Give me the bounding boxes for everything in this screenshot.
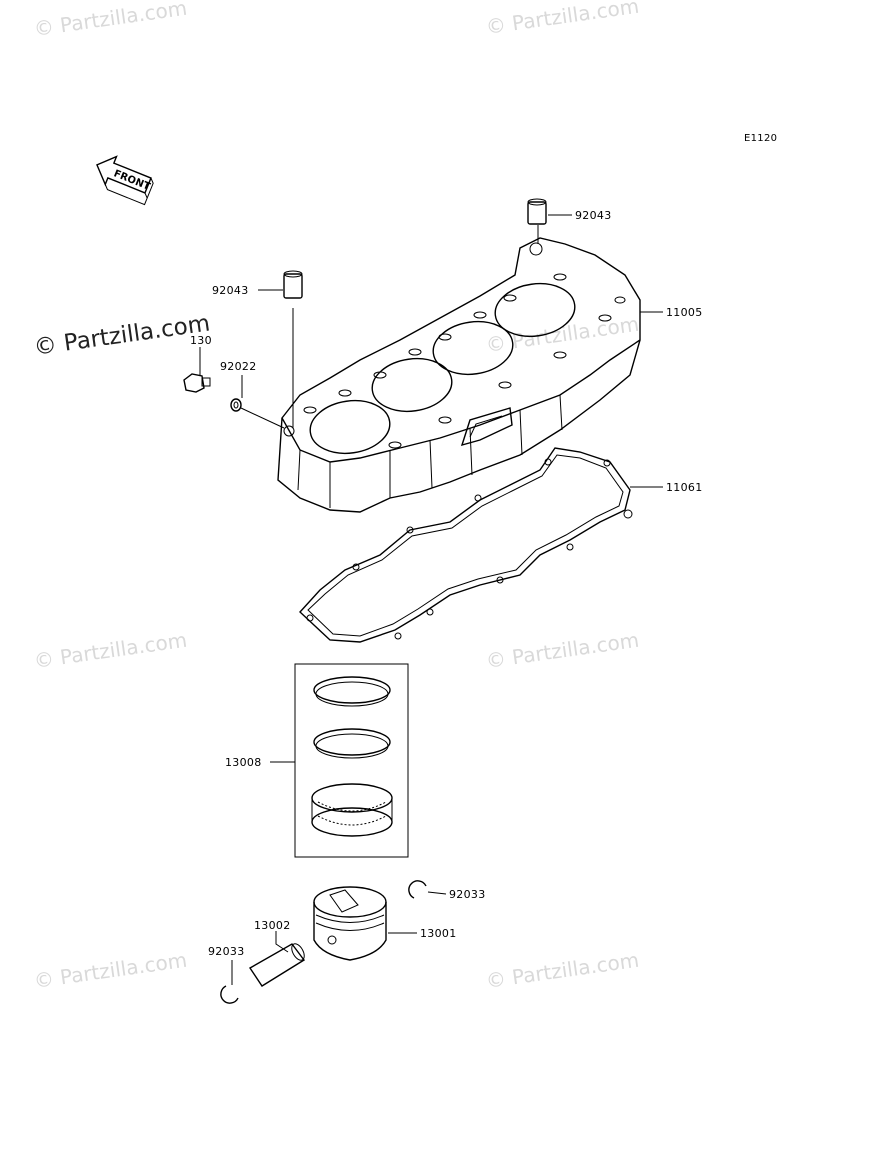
watermark: © Partzilla.com bbox=[32, 948, 188, 993]
watermark: © Partzilla.com bbox=[32, 628, 188, 673]
watermark: © Partzilla.com bbox=[484, 312, 640, 357]
cylinder-gasket[interactable] bbox=[299, 447, 633, 643]
watermark-layer: © Partzilla.com © Partzilla.com © Partzi… bbox=[32, 0, 640, 993]
dowel-pin-top[interactable] bbox=[527, 198, 547, 225]
part-label-92043-left[interactable]: 92043 bbox=[212, 284, 249, 297]
part-label-13001[interactable]: 13001 bbox=[420, 927, 457, 940]
front-label: FRONT bbox=[112, 168, 152, 193]
part-label-11005[interactable]: 11005 bbox=[666, 306, 703, 319]
leader-lines bbox=[199, 214, 663, 985]
piston-pin[interactable] bbox=[249, 942, 307, 987]
watermark-prominent: © Partzilla.com bbox=[32, 310, 211, 360]
part-label-13008[interactable]: 13008 bbox=[225, 756, 262, 769]
part-label-13002[interactable]: 13002 bbox=[254, 919, 291, 932]
part-label-92043-top[interactable]: 92043 bbox=[575, 209, 612, 222]
part-label-130[interactable]: 130 bbox=[190, 334, 212, 347]
part-label-92022[interactable]: 92022 bbox=[220, 360, 257, 373]
part-label-92033-left[interactable]: 92033 bbox=[208, 945, 245, 958]
part-label-92033-right[interactable]: 92033 bbox=[449, 888, 486, 901]
circlip-right[interactable] bbox=[408, 880, 427, 899]
dowel-pin-left[interactable] bbox=[283, 270, 303, 299]
watermark: © Partzilla.com bbox=[484, 0, 640, 39]
part-label-11061[interactable]: 11061 bbox=[666, 481, 703, 494]
part-labels: 92043 92043 11005 130 92022 11061 13008 … bbox=[190, 209, 703, 958]
diagram-code: E1120 bbox=[744, 133, 777, 144]
watermark: © Partzilla.com bbox=[32, 0, 188, 41]
front-arrow-icon: FRONT bbox=[96, 155, 154, 206]
washer-92022[interactable] bbox=[230, 398, 242, 412]
watermark: © Partzilla.com bbox=[484, 628, 640, 673]
piston[interactable] bbox=[313, 886, 387, 961]
bolt-130[interactable] bbox=[183, 373, 211, 393]
piston-ring-set[interactable] bbox=[294, 663, 409, 858]
circlip-left[interactable] bbox=[220, 985, 239, 1004]
watermark: © Partzilla.com bbox=[484, 948, 640, 993]
cylinder-block[interactable] bbox=[277, 237, 641, 513]
